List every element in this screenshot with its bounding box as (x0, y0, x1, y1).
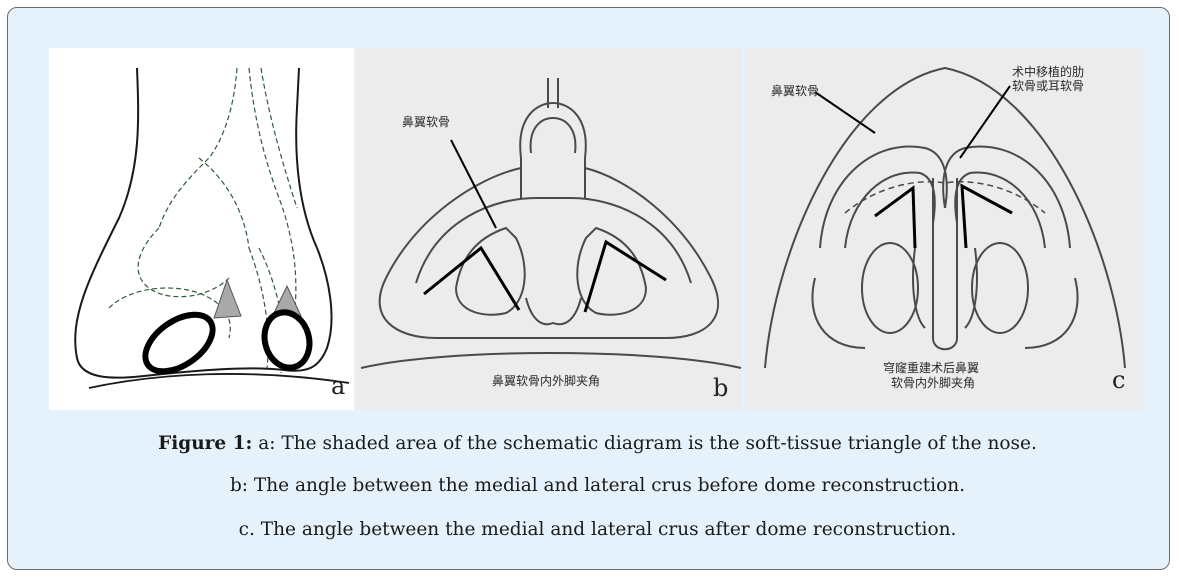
panel-c-drawing (745, 48, 1144, 410)
panel-letter-c: c (1112, 368, 1125, 392)
caption-b: b: The angle between the medial and late… (28, 475, 1167, 496)
label-alar-cartilage-b: 鼻翼软骨 (402, 115, 450, 129)
panel-a-drawing (49, 48, 354, 410)
nostril-right (259, 307, 316, 372)
caption-a: Figure 1: a: The shaded area of the sche… (28, 433, 1167, 454)
panel-b-drawing (356, 48, 742, 410)
caption-a-text: a: The shaded area of the schematic diag… (252, 433, 1037, 454)
panel-letter-a: a (331, 374, 345, 398)
label-angle-after-line1: 穹窿重建术后鼻翼 (883, 361, 979, 375)
label-graft-line1: 术中移植的肋 (1012, 65, 1084, 79)
panel-a-nose-side-schematic: a (49, 48, 354, 410)
figure-label: Figure 1: (158, 433, 252, 454)
soft-tissue-triangle-left (214, 280, 241, 318)
panel-b-before-dome-reconstruction: 鼻翼软骨 鼻翼软骨内外脚夹角 b (356, 48, 742, 410)
label-angle-before-b: 鼻翼软骨内外脚夹角 (492, 374, 600, 388)
label-alar-cartilage-c: 鼻翼软骨 (771, 84, 819, 98)
upper-lip-line (89, 374, 349, 388)
label-angle-after-line2: 软骨内外脚夹角 (891, 376, 975, 390)
leader-line-cartilage-c (815, 92, 875, 133)
label-graft-line2: 软骨或耳软骨 (1012, 79, 1084, 93)
caption-c: c. The angle between the medial and late… (28, 519, 1167, 540)
leader-line-b (451, 140, 496, 228)
panel-letter-b: b (713, 376, 728, 400)
panel-c-after-dome-reconstruction: 鼻翼软骨 术中移植的肋 软骨或耳软骨 穹窿重建术后鼻翼 软骨内外脚夹角 c (745, 48, 1144, 410)
figure-frame: a (7, 7, 1170, 570)
pencil-sketch-c (765, 68, 1125, 368)
